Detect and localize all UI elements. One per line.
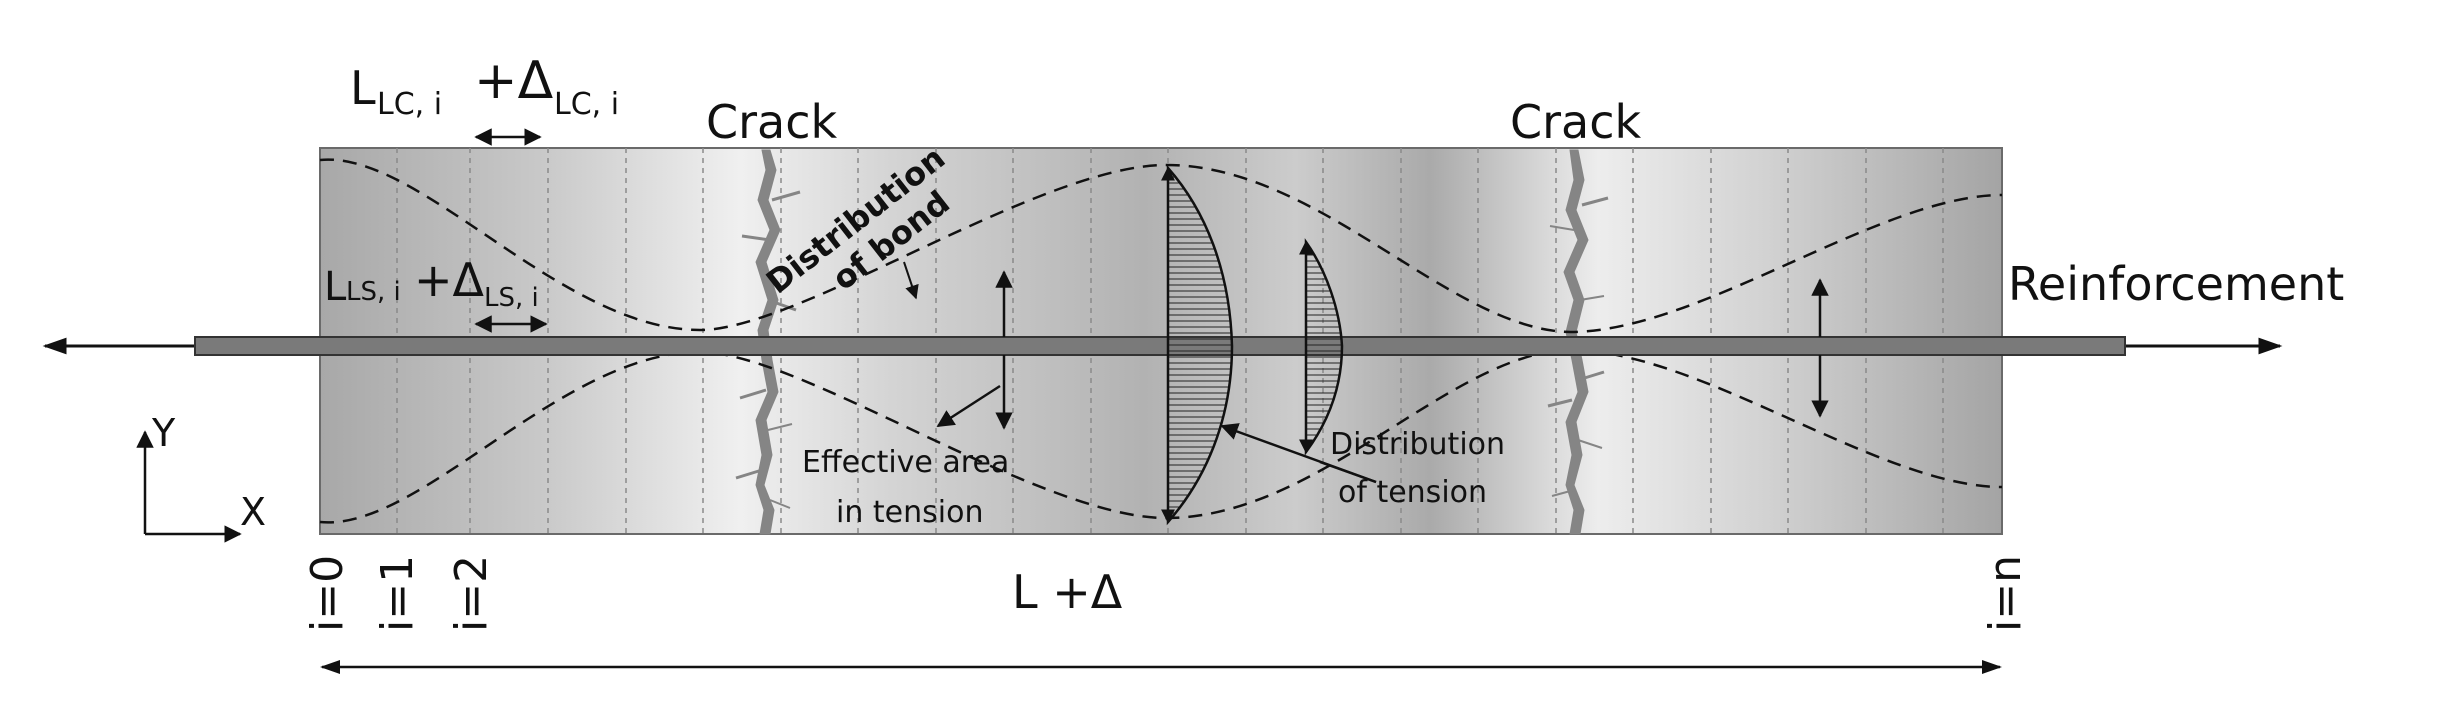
crack-right-label: Crack	[1510, 95, 1642, 149]
distribution-of-tension-line1: Distribution	[1330, 427, 1505, 462]
lc-segment-label: L LC, i +Δ LC, i	[350, 51, 619, 122]
effective-area-leader	[936, 384, 1001, 428]
index-label-2: i=2	[446, 555, 497, 632]
reinforcement-bar	[194, 336, 2126, 356]
distribution-of-tension-line2: of tension	[1338, 475, 1487, 510]
reinforcement-label: Reinforcement	[2008, 257, 2344, 311]
axis-y-label: Y	[151, 411, 176, 455]
lls-plus: +Δ	[414, 253, 485, 307]
effective-area-upper-boundary	[319, 158, 2003, 334]
lls-main: L	[324, 264, 347, 310]
overall-length-label: L +Δ	[1012, 565, 1123, 619]
index-label-1: i=1	[372, 555, 423, 632]
lls-plus-sub: LS, i	[484, 283, 539, 313]
index-label-0: i=0	[302, 555, 353, 632]
tension-distribution-large	[1166, 164, 1234, 526]
llc-sub: LC, i	[377, 87, 442, 122]
crack-left-label: Crack	[706, 95, 838, 149]
index-label-n: i=n	[1980, 555, 2031, 632]
effective-area-line1: Effective area	[802, 445, 1009, 480]
llc-plus: +Δ	[474, 51, 554, 111]
tension-leader-2	[1319, 460, 1377, 484]
axis-x-label: X	[240, 490, 266, 534]
ls-segment-label: L LS, i +Δ LS, i	[324, 253, 539, 313]
llc-main: L	[350, 61, 376, 115]
bond-leader	[903, 261, 919, 300]
lls-sub: LS, i	[346, 277, 401, 307]
effective-area-line2: in tension	[836, 495, 983, 530]
llc-plus-sub: LC, i	[554, 87, 619, 122]
tension-distribution-small	[1304, 238, 1344, 456]
